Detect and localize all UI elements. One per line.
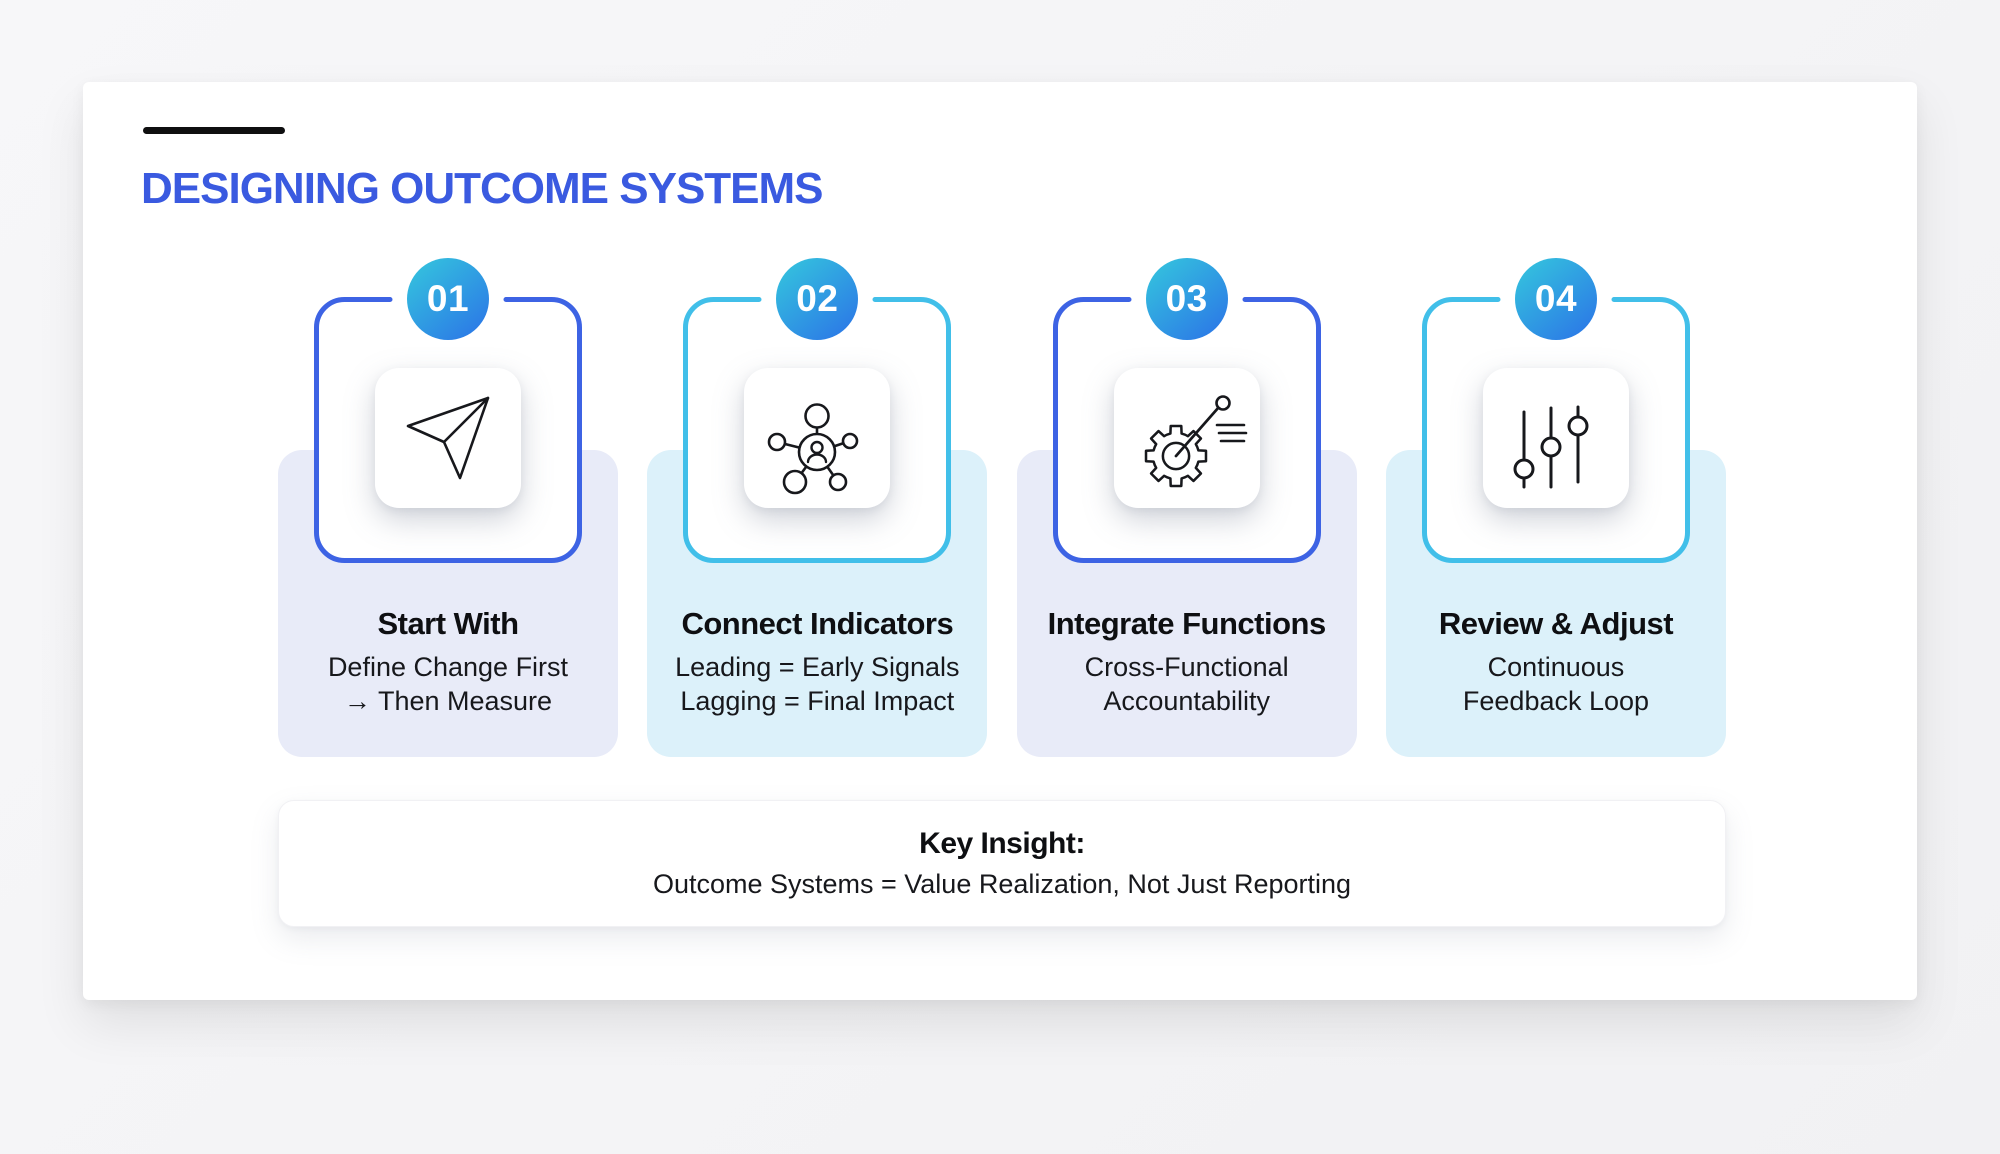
icon-tile bbox=[744, 368, 891, 508]
icon-tile bbox=[375, 368, 521, 508]
step-number-badge: 02 bbox=[776, 258, 859, 340]
step-description: Define Change First→ Then Measure bbox=[327, 652, 569, 716]
network-icon bbox=[768, 403, 859, 495]
step-card-1: 01 Start With Define Change First→ Then … bbox=[278, 258, 618, 758]
step-title: Start With bbox=[377, 606, 519, 641]
sliders-icon bbox=[1513, 405, 1589, 489]
step-number-badge: 01 bbox=[407, 258, 489, 340]
key-insight-text: Outcome Systems = Value Realization, Not… bbox=[652, 869, 1352, 899]
slide-panel: DESIGNING OUTCOME SYSTEMS 01 Start With … bbox=[83, 82, 1917, 1000]
key-insight-title: Key Insight: bbox=[919, 827, 1085, 860]
title-accent-line bbox=[143, 127, 285, 134]
steps-row: 01 Start With Define Change First→ Then … bbox=[278, 258, 1726, 758]
step-number: 01 bbox=[426, 278, 470, 319]
step-number-badge: 04 bbox=[1514, 258, 1597, 340]
step-number-badge: 03 bbox=[1145, 258, 1228, 340]
icon-tile bbox=[1113, 368, 1260, 508]
step-number: 04 bbox=[1534, 278, 1578, 319]
slide-title: DESIGNING OUTCOME SYSTEMS bbox=[141, 164, 824, 213]
key-insight-box: Key Insight: Outcome Systems = Value Rea… bbox=[278, 800, 1726, 927]
step-number: 02 bbox=[796, 278, 839, 319]
icon-tile bbox=[1482, 368, 1629, 508]
step-card-2: 02 Connect Indicators Leading = Early Si… bbox=[647, 258, 988, 758]
step-number: 03 bbox=[1165, 278, 1208, 319]
step-title: Integrate Functions bbox=[1047, 606, 1327, 641]
step-title: Review & Adjust bbox=[1438, 606, 1674, 641]
step-title: Connect Indicators bbox=[681, 606, 954, 641]
paper-plane-icon bbox=[406, 396, 490, 480]
gear-icon bbox=[1144, 395, 1247, 488]
